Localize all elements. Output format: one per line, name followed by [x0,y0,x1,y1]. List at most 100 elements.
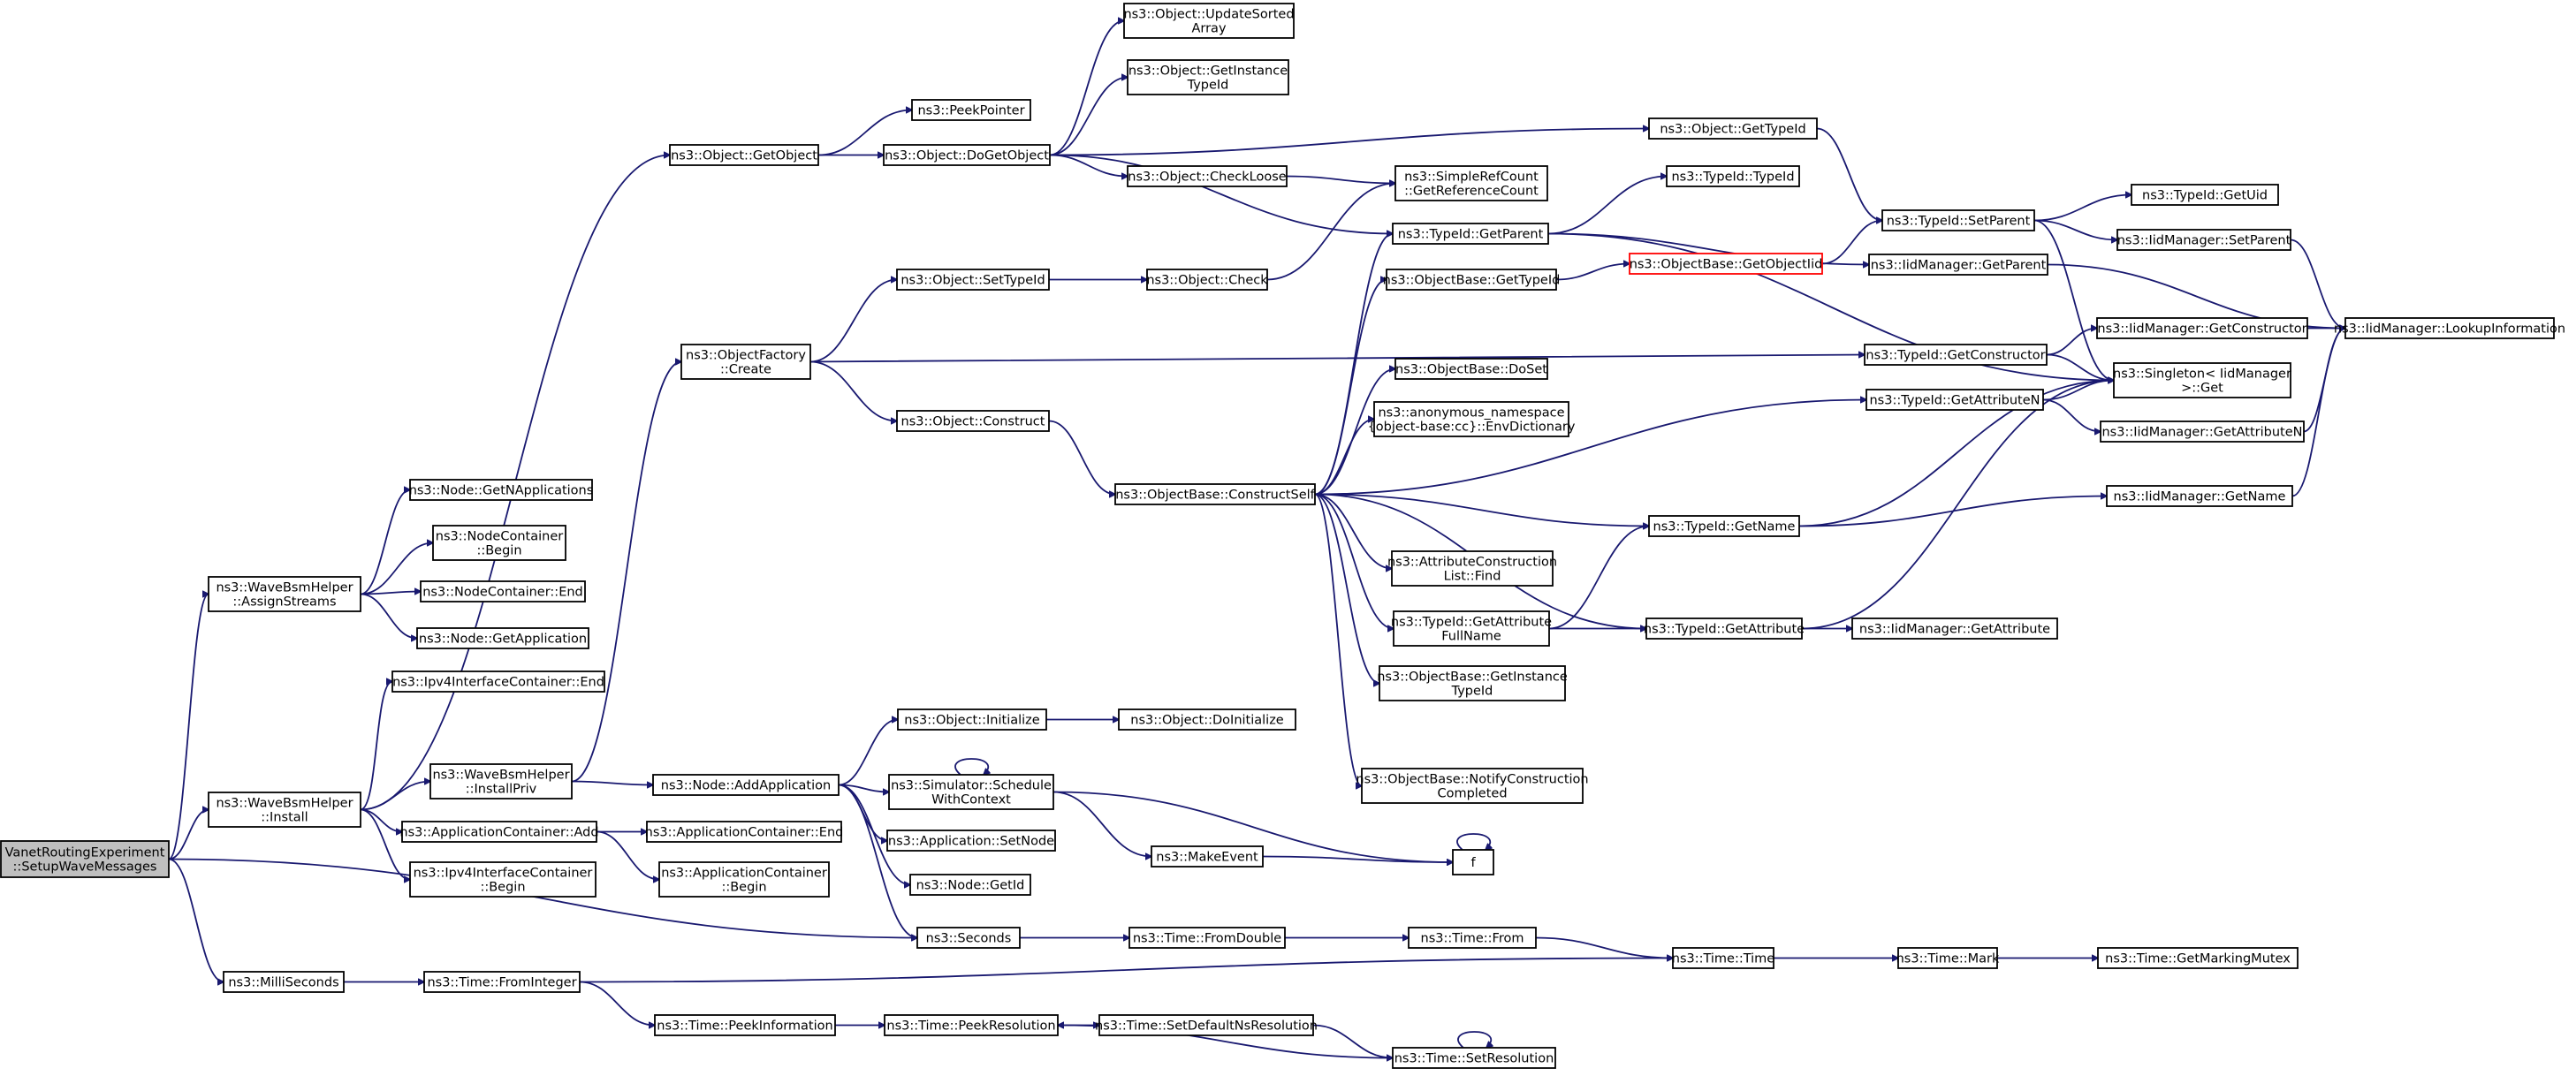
node-root[interactable]: VanetRoutingExperiment::SetupWaveMessage… [0,840,170,878]
node-label: ns3::IidManager::GetName [2114,490,2286,504]
node-box [0,840,170,878]
node-peekpointer[interactable]: ns3::PeekPointer [911,99,1031,121]
node-label: ns3::AttributeConstruction [1387,556,1557,570]
node-nc-end[interactable]: ns3::NodeContainer::End [420,580,586,602]
node-appc-begin[interactable]: ns3::ApplicationContainer::Begin [658,861,830,898]
node-time-from[interactable]: ns3::Time::From [1408,927,1537,949]
node-objbase-getobjectiid[interactable]: ns3::ObjectBase::GetObjectIid [1629,253,1823,275]
node-iid-getattribute[interactable]: ns3::IidManager::GetAttribute [1851,618,2058,640]
node-time-time[interactable]: ns3::Time::Time [1672,947,1775,969]
node-box [1629,253,1823,275]
node-label: ns3::Time::PeekInformation [657,1019,832,1034]
node-label: ::Begin [480,881,525,895]
node-time-setres[interactable]: ns3::Time::SetResolution [1392,1047,1556,1069]
node-obj-checkloose[interactable]: ns3::Object::CheckLoose [1127,165,1288,187]
edge-typeid-setparent-to-singleton-get [2033,219,2114,381]
node-ipv4-end[interactable]: ns3::Ipv4InterfaceContainer::End [391,671,605,693]
node-label: FullName [1441,630,1501,644]
node-makeevent[interactable]: ns3::MakeEvent [1151,845,1264,868]
node-typeid-getattribute[interactable]: ns3::TypeId::GetAttribute [1644,618,1805,640]
node-typeid-getuid[interactable]: ns3::TypeId::GetUid [2131,184,2279,206]
node-node-getid[interactable]: ns3::Node::GetId [909,874,1031,896]
node-iid-getconstructor[interactable]: ns3::IidManager::GetConstructor [2096,317,2308,339]
node-node-addapp[interactable]: ns3::Node::AddApplication [652,774,840,796]
node-app-setnode[interactable]: ns3::Application::SetNode [886,830,1056,852]
node-obj-getobject[interactable]: ns3::Object::GetObject [669,144,819,166]
edge-wbh-assign-to-node-getn [360,490,410,595]
node-nc-begin[interactable]: ns3::NodeContainer::Begin [432,525,566,561]
node-label: Completed [1437,787,1507,801]
node-time-fromint[interactable]: ns3::Time::FromInteger [423,971,581,993]
node-box [1408,927,1537,949]
edge-typeid-setparent-to-iid-setparent [2033,219,2117,240]
node-time-peekres[interactable]: ns3::Time::PeekResolution [884,1014,1059,1036]
node-box [2100,421,2305,443]
node-obj-construct[interactable]: ns3::Object::Construct [896,410,1050,432]
node-time-setdefault[interactable]: ns3::Time::SetDefaultNsResolution [1095,1014,1318,1036]
node-label: VanetRoutingExperiment [5,846,165,860]
node-objbase-gettypeid[interactable]: ns3::ObjectBase::GetTypeId [1383,269,1561,291]
node-typeid-getparent[interactable]: ns3::TypeId::GetParent [1392,223,1549,245]
node-iid-lookupinfo[interactable]: ns3::IidManager::LookupInformation [2334,317,2565,339]
node-node-getn[interactable]: ns3::Node::GetNApplications [409,479,594,501]
node-ipv4-begin[interactable]: ns3::Ipv4InterfaceContainer::Begin [409,861,597,898]
node-iid-getname[interactable]: ns3::IidManager::GetName [2106,485,2293,507]
node-time-peekinfo[interactable]: ns3::Time::PeekInformation [654,1014,836,1036]
node-label: ns3::ObjectBase::GetInstance [1377,671,1568,685]
node-wbh-install[interactable]: ns3::WaveBsmHelper::Install [208,792,361,828]
node-f[interactable]: f [1452,849,1494,875]
node-label: List::Find [1444,570,1501,584]
node-iid-getattributen[interactable]: ns3::IidManager::GetAttributeN [2100,421,2305,443]
node-anon-envdict[interactable]: ns3::anonymous_namespace{object-base:cc}… [1368,401,1576,437]
node-singleton-get[interactable]: ns3::Singleton< IidManager >::Get [2113,362,2291,398]
node-obj-doinitialize[interactable]: ns3::Object::DoInitialize [1118,708,1296,731]
node-wbh-installpriv[interactable]: ns3::WaveBsmHelper::InstallPriv [429,763,573,799]
node-milli[interactable]: ns3::MilliSeconds [223,971,345,993]
node-typeid-typeid[interactable]: ns3::TypeId::TypeId [1666,165,1800,187]
edge-time-from-to-time-time [1535,936,1673,959]
node-typeid-getconstructor[interactable]: ns3::TypeId::GetConstructor [1864,344,2048,366]
node-simplerefcount[interactable]: ns3::SimpleRefCount::GetReferenceCount [1394,165,1548,201]
edge-node-addapp-to-obj-initialize [838,720,898,786]
node-obj-initialize[interactable]: ns3::Object::Initialize [897,708,1047,731]
node-obj-settypeid[interactable]: ns3::Object::SetTypeId [896,269,1050,291]
node-obj-dogetobject[interactable]: ns3::Object::DoGetObject [883,144,1051,166]
node-label: ns3::Time::Time [1672,952,1775,966]
edge-objbase-constructself-to-typeid-getattrfull [1314,493,1394,629]
node-appc-add[interactable]: ns3::ApplicationContainer::Add [399,821,599,843]
node-label: ns3::ObjectBase::NotifyConstruction [1356,773,1588,787]
node-box [669,144,819,166]
node-objbase-notify[interactable]: ns3::ObjectBase::NotifyConstructionCompl… [1356,768,1589,804]
node-time-mark[interactable]: ns3::Time::Mark [1896,947,2000,969]
node-seconds[interactable]: ns3::Seconds [916,927,1021,949]
edge-node-addapp-to-sim-schedule [838,784,889,792]
node-objbase-doset[interactable]: ns3::ObjectBase::DoSet [1394,358,1548,380]
node-box [646,821,842,843]
node-label: ns3::Object::Initialize [904,714,1039,728]
node-typeid-setparent[interactable]: ns3::TypeId::SetParent [1881,209,2035,231]
node-time-getmarkingmutex[interactable]: ns3::Time::GetMarkingMutex [2097,947,2299,969]
node-label: TypeId [1187,79,1229,93]
node-box [401,821,597,843]
node-wbh-assign[interactable]: ns3::WaveBsmHelper::AssignStreams [208,576,361,612]
node-node-getapp[interactable]: ns3::Node::GetApplication [416,627,589,649]
node-label: ns3::Node::GetApplication [419,633,587,647]
node-iid-getparent[interactable]: ns3::IidManager::GetParent [1868,254,2048,276]
node-appc-end[interactable]: ns3::ApplicationContainer::End [645,821,844,843]
node-typeid-getattributen[interactable]: ns3::TypeId::GetAttributeN [1866,389,2044,411]
node-time-fromdouble[interactable]: ns3::Time::FromDouble [1128,927,1286,949]
edge-obj-checkloose-to-simplerefcount [1286,175,1395,184]
node-typeid-getname[interactable]: ns3::TypeId::GetName [1648,515,1800,537]
node-objfactory-create[interactable]: ns3::ObjectFactory::Create [680,344,811,380]
node-objbase-constructself[interactable]: ns3::ObjectBase::ConstructSelf [1114,483,1316,505]
node-obj-check[interactable]: ns3::Object::Check [1146,269,1268,291]
node-obj-gettypeid[interactable]: ns3::Object::GetTypeId [1648,117,1818,140]
node-iid-setparent[interactable]: ns3::IidManager::SetParent [2116,229,2291,251]
